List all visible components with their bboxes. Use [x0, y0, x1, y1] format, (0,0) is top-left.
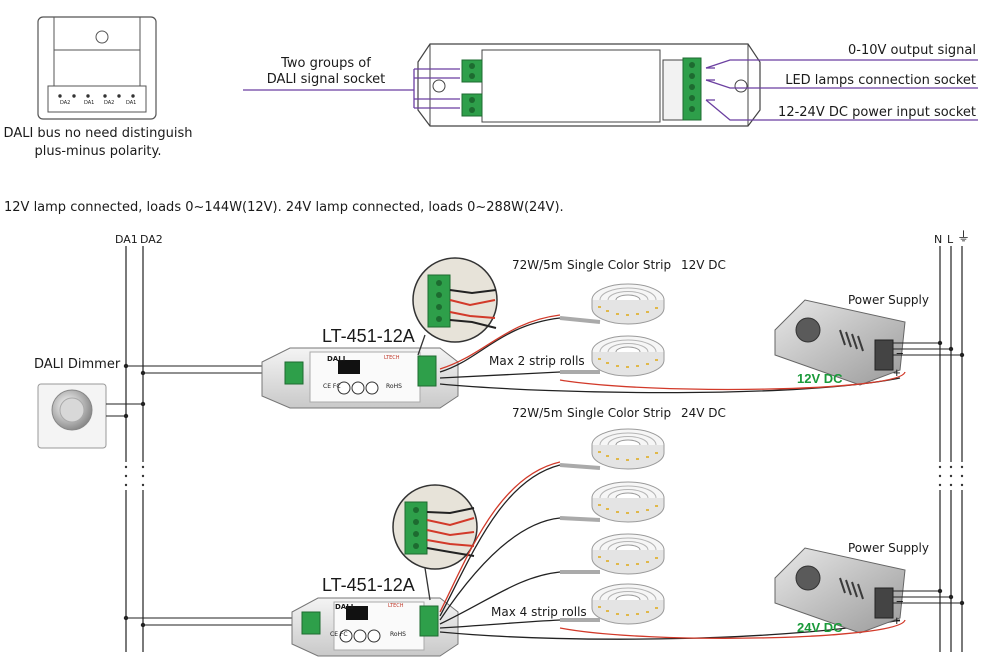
- device-label-da1-b: DA1: [126, 100, 137, 106]
- callout-dali-line2: DALI signal socket: [266, 72, 386, 87]
- model-label-2: LT-451-12A: [322, 575, 415, 595]
- strip-voltage-2: 24V DC: [681, 406, 726, 420]
- svg-text:+: +: [893, 613, 901, 628]
- polarity-note-line2: plus-minus polarity.: [34, 144, 162, 159]
- callout-lines: [243, 59, 978, 121]
- strip-type-1: Single Color Strip: [567, 258, 672, 272]
- svg-text:−: −: [896, 346, 904, 361]
- svg-text:+: +: [893, 365, 901, 380]
- dali-dimmer-device: [37, 383, 107, 449]
- strip-voltage-1: 12V DC: [681, 258, 726, 272]
- circuit-2: − +: [123, 428, 965, 657]
- dimmer-wires: [106, 403, 143, 417]
- bus-l-label: L: [947, 233, 954, 246]
- device-label-da2-a: DA2: [60, 100, 71, 106]
- psu-2: [774, 547, 906, 634]
- lt451-top-view: [417, 43, 761, 127]
- device-label-da1-a: DA1: [84, 100, 95, 106]
- callout-dali-line1: Two groups of: [281, 56, 371, 71]
- device-rohs-1: RoHS: [386, 383, 402, 390]
- device-ce-2: CE FC: [330, 631, 348, 638]
- bus-n-label: N: [934, 233, 943, 246]
- device-rohs-2: RoHS: [390, 631, 406, 638]
- device-ce-1: CE FC: [323, 383, 341, 390]
- terminal-zoom-1: [412, 257, 498, 356]
- polarity-note-line1: DALI bus no need distinguish: [3, 126, 193, 141]
- psu-label-1: Power Supply: [848, 293, 929, 307]
- psu-voltage-2: 24V DC: [797, 620, 843, 635]
- psu-voltage-1: 12V DC: [797, 371, 843, 386]
- controller-1-body: [261, 347, 459, 409]
- terminal-zoom-2: [392, 484, 478, 601]
- callout-power-input: 12-24V DC power input socket: [778, 105, 976, 120]
- ground-icon: ⏚: [957, 230, 971, 245]
- bus-da1-label: DA1: [115, 233, 138, 246]
- callout-led-socket: LED lamps connection socket: [785, 73, 976, 88]
- device-brand-1: LTECH: [384, 355, 400, 361]
- psu-1: [774, 299, 906, 386]
- strip-power-1: 72W/5m: [512, 258, 563, 272]
- model-label-1: LT-451-12A: [322, 326, 415, 346]
- dali-dimmer-label: DALI Dimmer: [34, 357, 121, 372]
- max-rolls-2: Max 4 strip rolls: [491, 605, 587, 619]
- load-note: 12V lamp connected, loads 0~144W(12V). 2…: [4, 200, 564, 215]
- device-brand-2: LTECH: [388, 603, 404, 609]
- device-dali-logo-2: DALI: [335, 603, 354, 611]
- device-dali-logo-1: DALI: [327, 355, 346, 363]
- max-rolls-1: Max 2 strip rolls: [489, 354, 585, 368]
- strip-power-2: 72W/5m: [512, 406, 563, 420]
- bus-da2-label: DA2: [140, 233, 163, 246]
- psu-label-2: Power Supply: [848, 541, 929, 555]
- compact-dali-device: [37, 16, 157, 120]
- controller-2-body: [291, 597, 459, 657]
- device-label-da2-b: DA2: [104, 100, 115, 106]
- svg-text:−: −: [896, 594, 904, 609]
- circuit-1: − +: [123, 257, 965, 409]
- strip-type-2: Single Color Strip: [567, 406, 672, 420]
- callout-output-signal: 0-10V output signal: [848, 43, 976, 58]
